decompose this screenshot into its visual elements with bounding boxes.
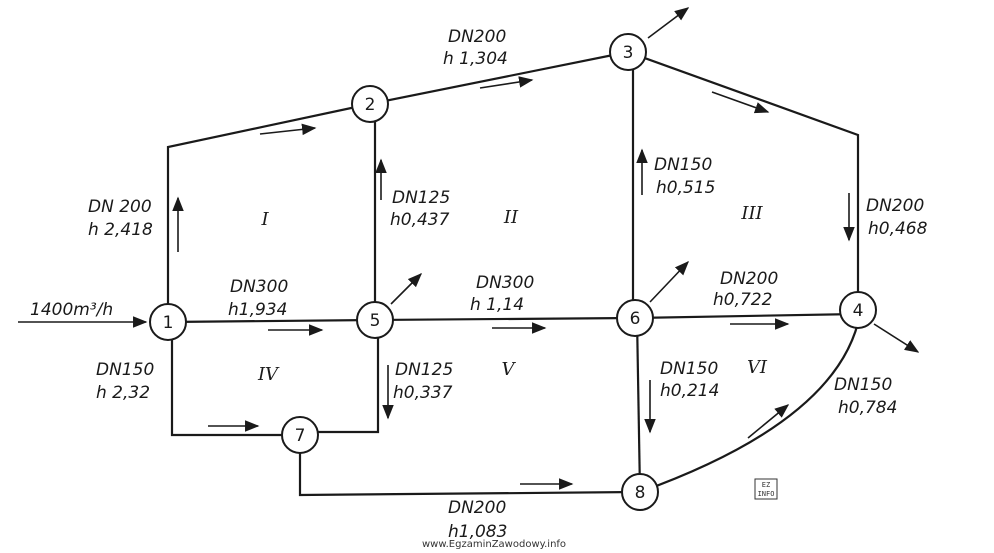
pipe-1-7 bbox=[170, 322, 300, 437]
node-7-label: 7 bbox=[295, 426, 306, 446]
node-3: 3 bbox=[609, 33, 647, 71]
flow-arrow-8-4 bbox=[747, 404, 790, 439]
pipe-7-8 bbox=[298, 435, 641, 497]
pipe-h-7-8: h1,083 bbox=[448, 522, 507, 542]
pipe-h-1-2: h 2,418 bbox=[88, 220, 153, 240]
node-5: 5 bbox=[356, 301, 394, 339]
pipe-dn-3-6: DN150 bbox=[654, 155, 712, 175]
pipe-dn-2-5: DN125 bbox=[392, 188, 450, 208]
flow-arrow-2-3 bbox=[479, 76, 534, 89]
pipe-h-5-7: h0,337 bbox=[393, 383, 453, 403]
node-6-label: 6 bbox=[630, 309, 641, 329]
flow-arrows bbox=[18, 7, 920, 490]
pipe-dn-5-6: DN300 bbox=[476, 273, 534, 293]
pipe-dn-6-8: DN150 bbox=[660, 359, 718, 379]
flow-arrow-top-left bbox=[259, 123, 317, 136]
pipe-8-4 bbox=[639, 313, 862, 494]
pipe-dn-7-8: DN200 bbox=[448, 498, 506, 518]
pipe-labels: DN 200 h 2,418 DN200 h 1,304 DN125 h0,43… bbox=[88, 27, 928, 542]
pipe-h-2-3: h 1,304 bbox=[443, 49, 508, 69]
pipe-h-6-8: h0,214 bbox=[660, 381, 719, 401]
pipe-5-6 bbox=[374, 316, 634, 322]
pipe-dn-1-7: DN150 bbox=[96, 360, 154, 380]
logo-line-1: EZ bbox=[762, 481, 770, 489]
ring-labels: I II III IV V VI bbox=[257, 203, 768, 385]
node-1: 1 bbox=[149, 303, 187, 341]
inflow-label: 1400m³/h bbox=[30, 300, 113, 320]
ring-label-vi: VI bbox=[747, 357, 768, 378]
pipe-5-7 bbox=[300, 320, 380, 434]
pipe-dn-5-7: DN125 bbox=[395, 360, 453, 380]
node-2: 2 bbox=[351, 85, 389, 123]
pipe-1-2 bbox=[166, 102, 371, 322]
node-3-label: 3 bbox=[623, 43, 634, 63]
ring-label-v: V bbox=[502, 359, 517, 380]
pipe-h-8-4: h0,784 bbox=[838, 398, 897, 418]
ring-label-i: I bbox=[260, 209, 269, 230]
node-4: 4 bbox=[839, 291, 877, 329]
outflow-arrow-3 bbox=[647, 7, 690, 39]
logo-line-2: INFO bbox=[758, 490, 775, 498]
pipe-dn-1-2: DN 200 bbox=[88, 197, 152, 217]
nodes: 1 2 3 4 5 6 7 8 bbox=[149, 33, 877, 511]
outflow-arrow-4 bbox=[873, 323, 920, 353]
pipe-dn-8-4: DN150 bbox=[834, 375, 892, 395]
watermark: www.EgzaminZawodowy.info bbox=[422, 539, 566, 550]
pipe-h-6-4: h0,722 bbox=[713, 290, 772, 310]
pipe-h-2-5: h0,437 bbox=[390, 210, 450, 230]
node-1-label: 1 bbox=[163, 313, 174, 333]
pipe-1-5 bbox=[167, 318, 376, 324]
pipe-2-3 bbox=[369, 50, 629, 106]
pipe-dn-6-4: DN200 bbox=[720, 269, 778, 289]
pipe-h-5-6: h 1,14 bbox=[470, 295, 524, 315]
outflow-arrow-6 bbox=[649, 260, 689, 303]
node-4-label: 4 bbox=[853, 301, 864, 321]
pipes bbox=[166, 50, 862, 497]
node-8: 8 bbox=[621, 473, 659, 511]
node-6: 6 bbox=[616, 299, 654, 337]
pipe-3-4 bbox=[627, 50, 860, 306]
pipe-h-1-5: h1,934 bbox=[228, 300, 287, 320]
ring-label-iii: III bbox=[740, 203, 763, 224]
ring-label-ii: II bbox=[503, 207, 519, 228]
pipe-h-3-6: h0,515 bbox=[656, 178, 715, 198]
pipe-h-3-4: h0,468 bbox=[868, 219, 928, 239]
pipe-6-4 bbox=[632, 312, 859, 320]
flow-arrow-3-4 bbox=[711, 91, 770, 114]
pipe-dn-1-5: DN300 bbox=[230, 277, 288, 297]
node-2-label: 2 bbox=[365, 95, 376, 115]
pipe-6-8 bbox=[635, 317, 642, 493]
outflow-arrow-5 bbox=[390, 272, 423, 305]
site-logo: EZ INFO bbox=[754, 478, 778, 500]
node-8-label: 8 bbox=[635, 483, 646, 503]
pipe-dn-2-3: DN200 bbox=[448, 27, 506, 47]
ring-label-iv: IV bbox=[257, 364, 280, 385]
node-7: 7 bbox=[281, 416, 319, 454]
node-5-label: 5 bbox=[370, 311, 381, 331]
pipe-h-1-7: h 2,32 bbox=[96, 383, 150, 403]
pipe-dn-3-4: DN200 bbox=[866, 196, 924, 216]
